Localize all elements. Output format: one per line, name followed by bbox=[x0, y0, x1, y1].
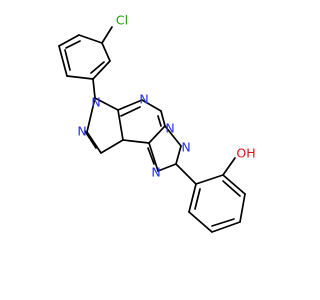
triazole-n1-label: N bbox=[181, 140, 190, 155]
c-cl-bond bbox=[101, 26, 113, 44]
phenol-ring bbox=[188, 174, 246, 233]
chlorine-label: Cl bbox=[116, 13, 128, 28]
pyrazole-n2-label: N bbox=[77, 124, 86, 139]
pyrazole-ring bbox=[84, 97, 124, 154]
triazole-phenyl-bond bbox=[175, 163, 197, 185]
pyrimidine-ring bbox=[117, 99, 166, 144]
aryl-n-bond bbox=[92, 78, 96, 99]
molecule-structure-diagram: Cl OH N N N N N N bbox=[58, 13, 256, 233]
triazole-n2-label: N bbox=[151, 165, 160, 180]
pyrimidine-n-label: N bbox=[139, 92, 148, 107]
triazole-ring bbox=[147, 125, 182, 172]
hydroxyl-label: OH bbox=[236, 146, 255, 161]
pyrazole-n1-label: N bbox=[91, 95, 100, 110]
c-oh-bond bbox=[222, 157, 236, 176]
chlorophenyl-ring bbox=[58, 34, 111, 80]
bridgehead-n-label: N bbox=[165, 121, 174, 136]
